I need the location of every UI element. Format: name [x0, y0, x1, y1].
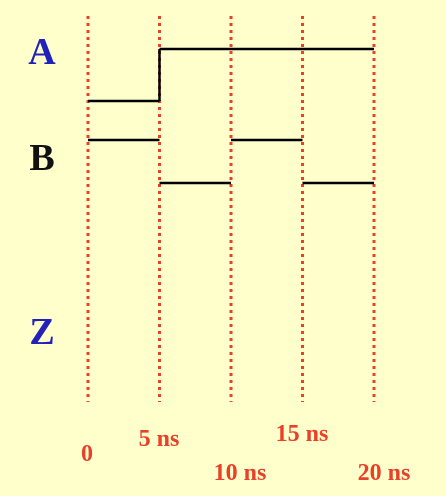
signal-label-a: A: [28, 31, 56, 73]
waveform-layer: [88, 47, 374, 185]
time-marker-lines: [86, 16, 376, 402]
time-label-20ns: 20 ns: [358, 460, 411, 486]
signal-label-z: Z: [29, 311, 54, 353]
time-label-15ns: 15 ns: [276, 421, 329, 447]
time-label-5ns: 5 ns: [139, 426, 180, 452]
signal-label-b: B: [29, 137, 54, 179]
time-label-0: 0: [81, 441, 93, 467]
time-label-10ns: 10 ns: [214, 460, 267, 486]
